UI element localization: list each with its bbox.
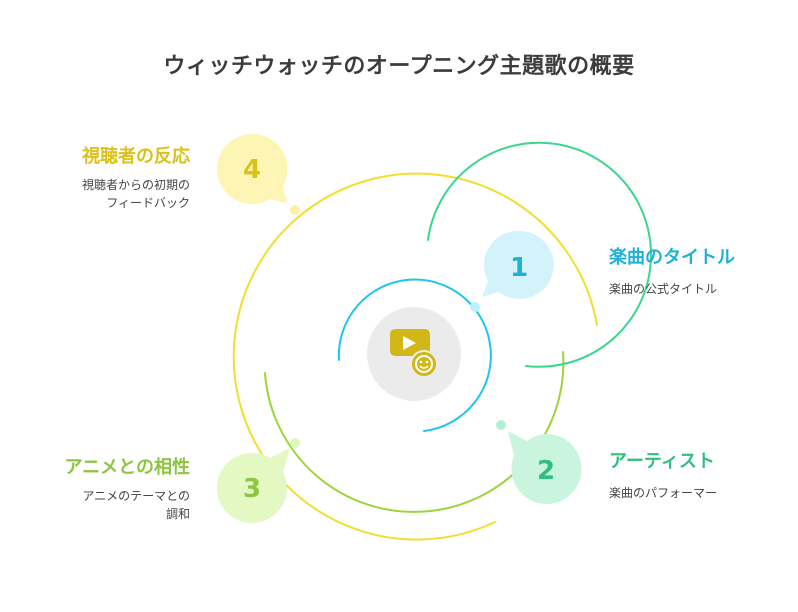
bubble-3-number: 3: [243, 474, 261, 504]
ring-inner: [337, 278, 492, 432]
item-4-description: 視聴者からの初期の フィードバック: [82, 176, 190, 212]
ring-outer: [232, 172, 598, 541]
bubble-1-number: 1: [510, 253, 528, 283]
connector-dot-2: [496, 420, 506, 430]
ring-second: [264, 351, 565, 513]
item-2-description: 楽曲のパフォーマー: [609, 486, 718, 500]
item-3-heading: アニメとの相性: [64, 457, 190, 478]
ring-third: [427, 141, 652, 368]
item-2-heading: アーティスト: [609, 451, 715, 472]
item-3-description-line1: アニメのテーマとの: [82, 489, 190, 503]
item-4-description-line2: フィードバック: [106, 196, 190, 210]
item-3-description: アニメのテーマとの 調和: [82, 487, 190, 523]
bubble-4: 4: [216, 133, 288, 204]
music-video-play-icon: [390, 329, 438, 378]
bubble-4-number: 4: [243, 155, 261, 185]
bubble-3: 3: [216, 448, 290, 523]
connector-dot-4: [290, 205, 300, 215]
item-3-description-line2: 調和: [165, 507, 190, 521]
bubble-1: 1: [482, 230, 554, 299]
connector-dot-3: [290, 438, 300, 448]
item-1-heading: 楽曲のタイトル: [609, 247, 735, 268]
diagram-title: ウィッチウォッチのオープニング主題歌の概要: [163, 54, 635, 79]
item-4-description-line1: 視聴者からの初期の: [81, 178, 190, 192]
item-4-heading: 視聴者の反応: [82, 146, 190, 167]
bubble-2: 2: [508, 431, 582, 504]
item-1-description: 楽曲の公式タイトル: [609, 282, 718, 296]
bubble-2-number: 2: [537, 456, 555, 486]
connector-dot-1: [470, 302, 480, 312]
